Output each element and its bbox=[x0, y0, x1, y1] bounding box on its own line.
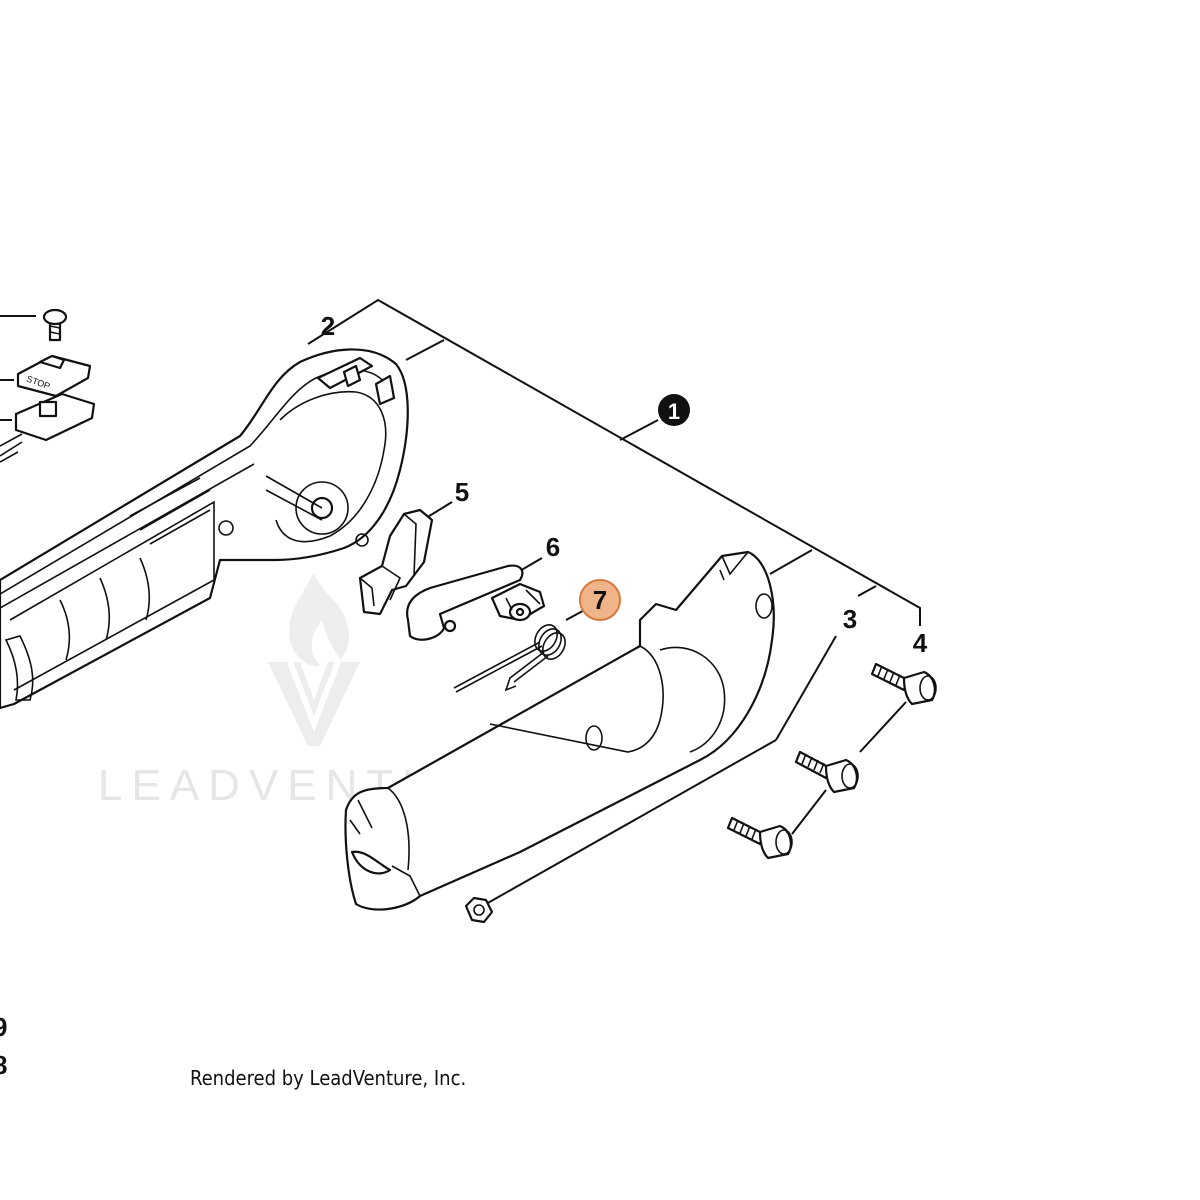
edge-number-9: 9 bbox=[0, 1012, 7, 1042]
part-7-spring bbox=[453, 624, 566, 693]
screw-c bbox=[726, 816, 793, 860]
handle-housing bbox=[0, 348, 409, 710]
callout-6: 6 bbox=[546, 532, 560, 562]
callout-3: 3 bbox=[843, 604, 857, 634]
callout-7-label: 7 bbox=[593, 585, 607, 615]
screw-a bbox=[870, 662, 937, 706]
callout-2: 2 bbox=[321, 311, 335, 341]
callout-4: 4 bbox=[913, 628, 928, 658]
assembly-bracket bbox=[307, 298, 921, 626]
footer-credit: Rendered by LeadVenture, Inc. bbox=[190, 1066, 466, 1090]
callout-5: 5 bbox=[455, 477, 469, 507]
small-screw bbox=[42, 308, 68, 342]
hex-nut bbox=[464, 896, 494, 924]
part-4-screws bbox=[464, 662, 937, 924]
watermark-logo bbox=[268, 572, 360, 746]
edge-number-8: 8 bbox=[0, 1050, 7, 1080]
callout-1-label: 1 bbox=[668, 399, 680, 424]
switch-contact bbox=[0, 392, 96, 463]
stop-switch: STOP bbox=[16, 354, 92, 398]
callout-7-highlighted[interactable]: 7 bbox=[579, 579, 621, 621]
screw-b bbox=[794, 750, 859, 794]
callout-1: 1 bbox=[658, 394, 690, 426]
part-5-lever bbox=[358, 508, 434, 616]
part-6-trigger bbox=[406, 564, 546, 641]
part-3-handle-cover bbox=[344, 550, 775, 911]
